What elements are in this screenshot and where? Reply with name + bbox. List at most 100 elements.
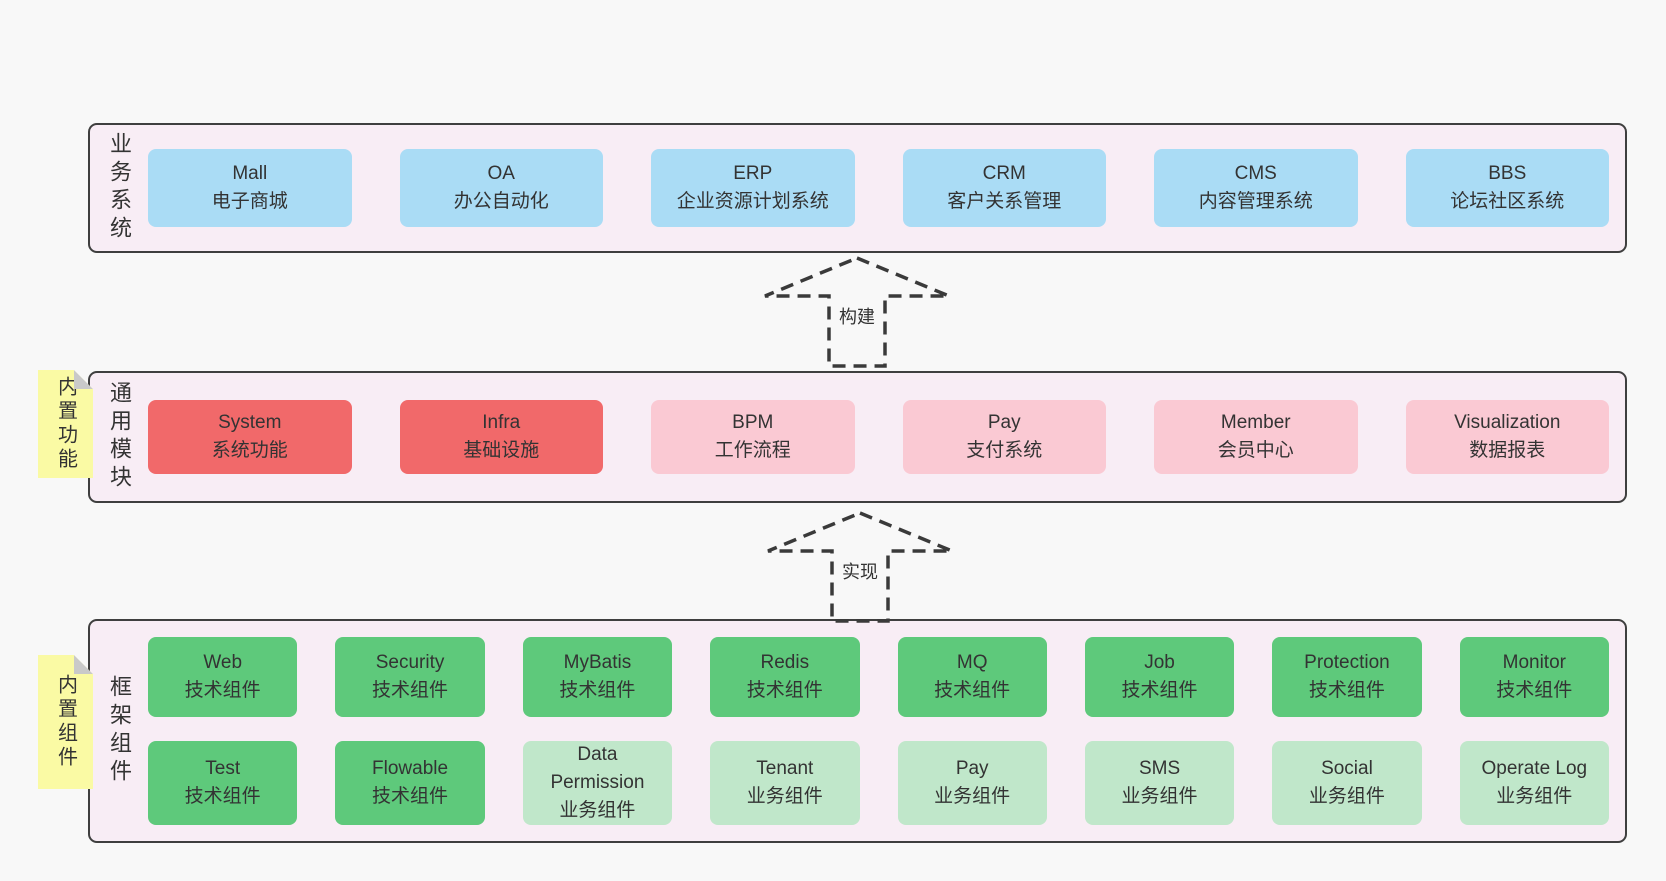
component-desc: 技术组件: [184, 786, 261, 807]
note-text: 内置功能: [54, 376, 77, 472]
component-box-flowable: Flowable 技术组件: [335, 741, 485, 825]
component-name: Data Permission: [550, 744, 645, 793]
component-name: MyBatis: [563, 652, 632, 673]
component-box-pay: Pay 支付系统: [902, 400, 1106, 474]
component-name: CRM: [982, 163, 1026, 184]
component-name: Monitor: [1502, 652, 1566, 673]
panel-label: 框架组件: [107, 675, 132, 787]
up-arrow-icon: [767, 511, 953, 623]
component-box-web: Web 技术组件: [148, 637, 298, 717]
component-desc: 技术组件: [746, 680, 823, 701]
component-name: Redis: [760, 652, 810, 673]
arrow-implement: 实现: [765, 510, 955, 624]
component-desc: 业务组件: [1496, 786, 1573, 807]
component-name: Visualization: [1454, 412, 1561, 433]
panel-content: Mall 电子商城 OA 办公自动化 ERP 企业资源计划系统 CRM 客户关系管理 CMS 内容…: [148, 125, 1625, 251]
component-box-operate-log: Operate Log 业务组件: [1459, 741, 1609, 825]
component-desc: 技术组件: [1308, 680, 1385, 701]
component-name: Member: [1220, 412, 1291, 433]
sticky-note-built-in-components: 内置组件: [38, 655, 93, 789]
component-box-bbs: BBS 论坛社区系统: [1405, 149, 1609, 227]
component-desc: 客户关系管理: [947, 191, 1062, 212]
component-desc: 论坛社区系统: [1450, 191, 1565, 212]
component-box-redis: Redis 技术组件: [710, 637, 860, 717]
component-box-oa: OA 办公自动化: [399, 149, 603, 227]
panel-label: 业务系统: [107, 132, 132, 244]
component-box-cms: CMS 内容管理系统: [1154, 149, 1358, 227]
component-name: Test: [205, 758, 241, 779]
panel-label-column: 框架组件: [90, 621, 148, 841]
component-name: Flowable: [372, 758, 449, 779]
component-name: OA: [487, 163, 515, 184]
component-desc: 技术组件: [1496, 680, 1573, 701]
component-name: Mall: [232, 163, 268, 184]
component-desc: 业务组件: [934, 786, 1011, 807]
component-name: Pay: [955, 758, 989, 779]
component-desc: 系统功能: [211, 440, 288, 461]
component-name: Tenant: [756, 758, 814, 779]
component-name: System: [218, 412, 282, 433]
panel-label: 通用模块: [107, 381, 132, 493]
component-name: MQ: [956, 652, 988, 673]
component-desc: 企业资源计划系统: [676, 191, 829, 212]
component-box-mall: Mall 电子商城: [148, 149, 352, 227]
component-box-tenant: Tenant 业务组件: [710, 741, 860, 825]
component-name: SMS: [1138, 758, 1181, 779]
component-box-data-permission: Data Permission 业务组件: [522, 741, 673, 825]
component-desc: 技术组件: [372, 786, 449, 807]
component-box-monitor: Monitor 技术组件: [1459, 637, 1609, 717]
component-name: Web: [203, 652, 243, 673]
component-name: Operate Log: [1481, 758, 1588, 779]
component-box-member: Member 会员中心: [1154, 400, 1358, 474]
component-desc: 技术组件: [559, 680, 636, 701]
component-box-system: System 系统功能: [148, 400, 352, 474]
component-box-visualization: Visualization 数据报表: [1405, 400, 1609, 474]
component-desc: 业务组件: [746, 786, 823, 807]
component-desc: 技术组件: [184, 680, 261, 701]
note-text: 内置组件: [54, 674, 77, 770]
component-box-crm: CRM 客户关系管理: [902, 149, 1106, 227]
component-desc: 会员中心: [1217, 440, 1294, 461]
component-name: BBS: [1488, 163, 1527, 184]
component-name: CMS: [1234, 163, 1277, 184]
component-desc: 技术组件: [372, 680, 449, 701]
component-desc: 数据报表: [1469, 440, 1546, 461]
component-name: ERP: [733, 163, 773, 184]
component-box-erp: ERP 企业资源计划系统: [651, 149, 855, 227]
sticky-note-built-in-features: 内置功能: [38, 370, 93, 478]
panel-label-column: 业务系统: [90, 125, 148, 251]
arrow-label: 构建: [835, 301, 879, 331]
component-desc: 业务组件: [1121, 786, 1198, 807]
component-name: Job: [1144, 652, 1175, 673]
component-desc: 技术组件: [1121, 680, 1198, 701]
component-desc: 工作流程: [714, 440, 791, 461]
component-desc: 电子商城: [211, 191, 288, 212]
component-name: Pay: [987, 412, 1021, 433]
component-desc: 办公自动化: [453, 191, 549, 212]
component-desc: 支付系统: [966, 440, 1043, 461]
component-name: BPM: [732, 412, 774, 433]
component-box-test: Test 技术组件: [148, 741, 298, 825]
component-desc: 业务组件: [1308, 786, 1385, 807]
panel-label-column: 通用模块: [90, 373, 148, 501]
component-desc: 技术组件: [934, 680, 1011, 701]
component-box-job: Job 技术组件: [1084, 637, 1235, 717]
component-desc: 内容管理系统: [1198, 191, 1313, 212]
component-box-mq: MQ 技术组件: [897, 637, 1047, 717]
component-box-mybatis: MyBatis 技术组件: [522, 637, 673, 717]
panel-business-systems: 业务系统 Mall 电子商城 OA 办公自动化 ERP 企业资源计划系统 CRM 客户关系管理…: [88, 123, 1627, 253]
up-arrow-icon: [764, 256, 950, 368]
component-box-bpm: BPM 工作流程: [651, 400, 855, 474]
arrow-build: 构建: [762, 255, 952, 369]
component-desc: 业务组件: [559, 800, 636, 821]
